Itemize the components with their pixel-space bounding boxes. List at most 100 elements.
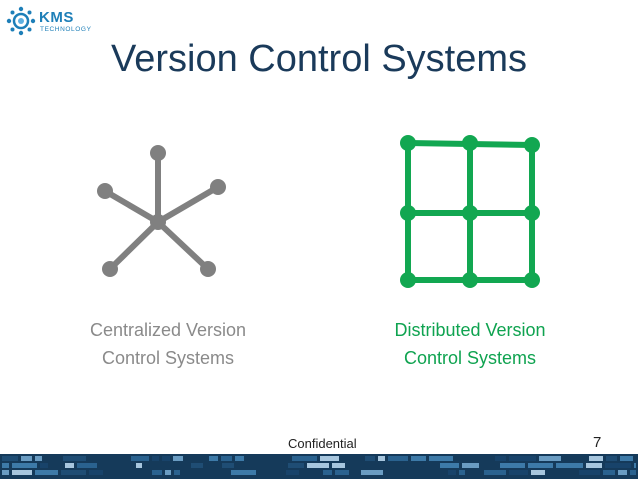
footer-pattern-cell [320, 456, 339, 461]
footer-pattern-cell [21, 456, 32, 461]
footer-pattern-cell [89, 470, 103, 475]
footer-pattern-cell [174, 470, 180, 475]
footer-pattern-cell [528, 463, 553, 468]
grid-node [462, 205, 478, 221]
star-leaf-node [200, 261, 216, 277]
company-logo: KMS TECHNOLOGY [6, 6, 126, 36]
grid-node [524, 205, 540, 221]
page-number: 7 [593, 434, 602, 451]
footer-pattern-cell [152, 470, 162, 475]
footer-pattern-cell [605, 463, 631, 468]
footer-pattern [2, 456, 636, 475]
footer-pattern-cell [606, 456, 617, 461]
footer-pattern-cell [63, 456, 86, 461]
footer-pattern-cell [173, 456, 183, 461]
footer-pattern-cell [495, 456, 506, 461]
footer-pattern-cell [2, 456, 18, 461]
distributed-caption-line-1: Distributed Version [394, 320, 546, 340]
footer-pattern-cell [440, 463, 459, 468]
footer-pattern-cell [292, 456, 317, 461]
footer-pattern-cell [500, 463, 525, 468]
footer-pattern-cell [2, 470, 9, 475]
slide-title: Version Control Systems [110, 38, 528, 80]
grid-node [400, 205, 416, 221]
star-leaf-node [210, 179, 226, 195]
footer-pattern-cell [131, 456, 149, 461]
footer-pattern-cell [165, 470, 171, 475]
footer-pattern-cell [35, 470, 58, 475]
footer-pattern-cell [65, 463, 74, 468]
logo-name: KMS [39, 9, 74, 26]
footer-pattern-cell [12, 470, 32, 475]
footer-pattern-cell [286, 470, 299, 475]
footer-pattern-cell [209, 456, 218, 461]
star-spoke [107, 219, 161, 272]
footer-pattern-cell [136, 463, 142, 468]
centralized-star-icon [97, 145, 226, 277]
footer-pattern-cell [35, 456, 42, 461]
footer-pattern-cell [388, 456, 408, 461]
grid-node [462, 272, 478, 288]
footer-pattern-cell [462, 463, 479, 468]
centralized-caption-line-2: Control Systems [101, 348, 235, 368]
grid-node [400, 272, 416, 288]
footer-pattern-cell [335, 470, 349, 475]
grid-node [524, 272, 540, 288]
logo-tagline: TECHNOLOGY [40, 26, 92, 33]
footer-pattern-cell [484, 470, 506, 475]
star-leaf-node [97, 183, 113, 199]
footer-pattern-cell [361, 470, 383, 475]
footer-pattern-cell [12, 463, 37, 468]
footer-pattern-cell [307, 463, 329, 468]
footer-pattern-cell [539, 456, 561, 461]
star-hub-node [150, 214, 166, 230]
footer-pattern-cell [579, 470, 600, 475]
star-spoke [155, 219, 211, 272]
footer-pattern-cell [231, 470, 256, 475]
centralized-caption-line-1: Centralized Version [89, 320, 247, 340]
star-spoke [155, 184, 221, 225]
distributed-caption: Distributed Version Control Systems [350, 316, 590, 372]
footer-pattern-cell [618, 470, 627, 475]
distributed-caption-line-2: Control Systems [403, 348, 537, 368]
footer-pattern-cell [634, 463, 636, 468]
star-leaf-node [102, 261, 118, 277]
footer-pattern-cell [509, 470, 528, 475]
footer-pattern-cell [620, 456, 633, 461]
footer-pattern-cell [77, 463, 97, 468]
footer-pattern-cell [630, 470, 636, 475]
footer-pattern-cell [459, 470, 465, 475]
footer-pattern-cell [288, 463, 304, 468]
kms-logo-icon [6, 6, 36, 36]
footer-pattern-cell [365, 456, 375, 461]
footer-pattern-cell [40, 463, 48, 468]
footer-pattern-cell [162, 456, 170, 461]
footer-pattern-cell [509, 456, 536, 461]
footer-pattern-cell [603, 470, 615, 475]
footer-pattern-cell [411, 456, 426, 461]
footer-pattern-cell [448, 470, 456, 475]
footer-pattern-cell [429, 456, 453, 461]
footer-pattern-cell [378, 456, 385, 461]
footer-pattern-cell [531, 470, 545, 475]
footer-bar [0, 454, 638, 479]
confidential-label: Confidential [288, 436, 357, 451]
footer-pattern-cell [191, 463, 203, 468]
distributed-grid-icon [400, 135, 540, 288]
footer-pattern-cell [222, 463, 234, 468]
grid-node [524, 137, 540, 153]
star-leaf-node [150, 145, 166, 161]
footer-pattern-cell [2, 463, 9, 468]
footer-pattern-cell [323, 470, 332, 475]
footer-pattern-cell [589, 456, 603, 461]
grid-node [400, 135, 416, 151]
footer-pattern-cell [586, 463, 602, 468]
footer-pattern-cell [152, 456, 159, 461]
centralized-caption: Centralized Version Control Systems [48, 316, 288, 372]
footer-pattern-cell [221, 456, 232, 461]
footer-pattern-cell [235, 456, 244, 461]
footer-pattern-cell [332, 463, 345, 468]
grid-node [462, 135, 478, 151]
footer-pattern-cell [61, 470, 86, 475]
